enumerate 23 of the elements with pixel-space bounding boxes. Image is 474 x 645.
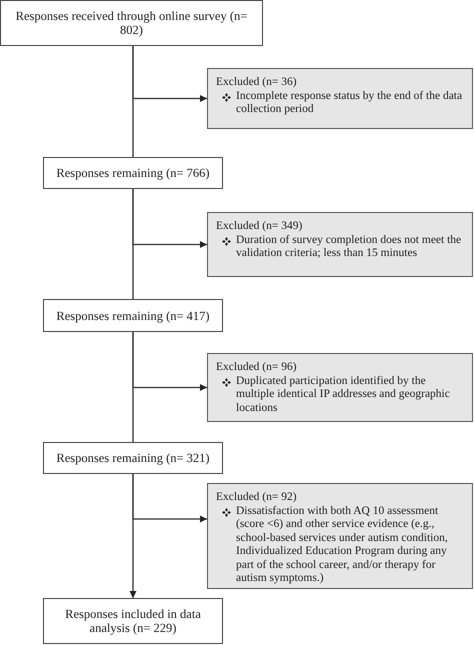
process-box [0, 0, 263, 46]
exclusion-box [207, 212, 473, 277]
exclusion-reason: Duplicated participation identified by the multiple identical IP addresses and geographic locations [236, 374, 451, 415]
exclusion-reason: Dissatisfaction with both AQ 10 assessment (score <6) and other service evidence (e.g., school-based services under autism condition, Individualized Education Program during any part of the school career, and/or therapy for autism symptoms.) [236, 504, 449, 586]
exclusion-reason: Incomplete response status by the end of the data collection period [236, 90, 464, 116]
box-label: Responses received through online survey (n= 802) [14, 9, 248, 37]
box-label: Responses included in data analysis (n= 229) [64, 607, 202, 635]
process-box [43, 442, 223, 474]
box-label: Responses remaining (n= 766) [56, 166, 210, 180]
exclusion-heading: Excluded (n= 92) [216, 491, 298, 504]
exclusion-box [207, 353, 473, 422]
process-box [43, 299, 223, 332]
exclusion-reason: Duration of survey completion does not meet the validation criteria; less than 15 minutes [236, 234, 462, 260]
exclusion-heading: Excluded (n= 36) [216, 76, 298, 90]
box-label: Responses remaining (n= 417) [56, 308, 210, 322]
box-label: Responses remaining (n= 321) [56, 451, 210, 465]
exclusion-heading: Excluded (n= 349) [216, 220, 304, 234]
exclusion-box [207, 68, 473, 129]
exclusion-box [207, 483, 473, 589]
exclusion-heading: Excluded (n= 96) [216, 361, 298, 374]
arrow [130, 474, 136, 598]
process-box [43, 598, 223, 644]
process-box [43, 157, 223, 189]
